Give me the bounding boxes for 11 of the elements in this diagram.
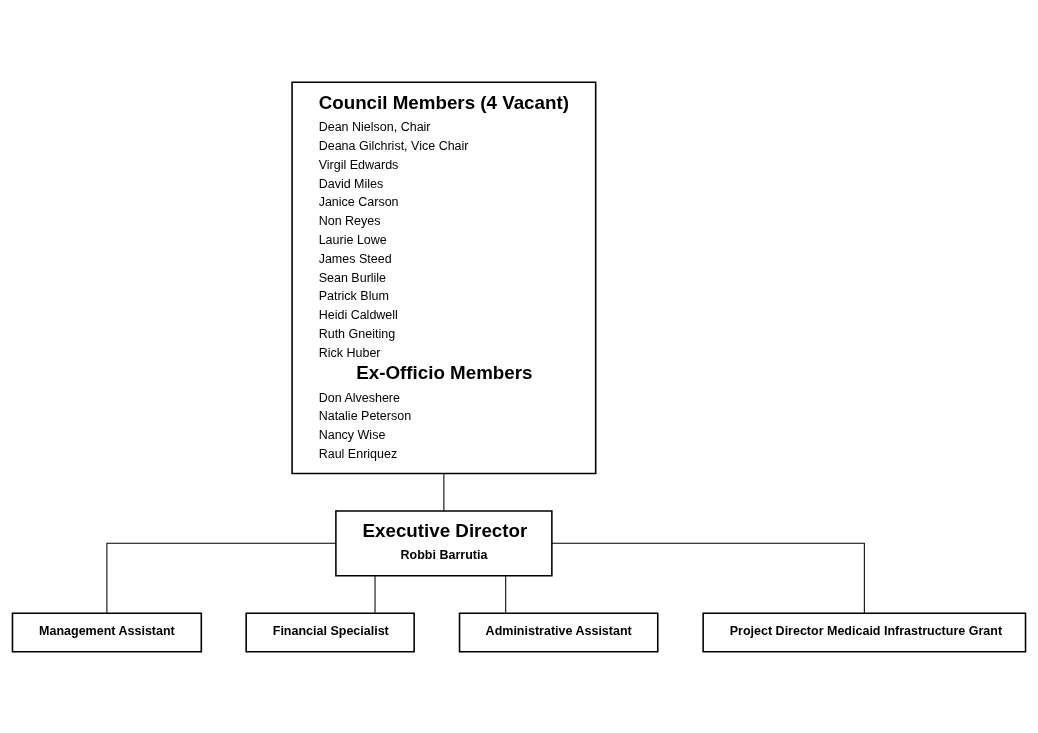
connector	[374, 575, 376, 613]
connector	[505, 575, 507, 613]
node-box: Project Director Medicaid Infrastructure Grant	[702, 611, 1027, 653]
node-box: Financial Specialist	[245, 611, 415, 653]
connector	[443, 472, 445, 511]
node-box: Executive Director Robbi Barrutia	[335, 509, 553, 576]
connector	[106, 542, 337, 614]
node-box: Management Assistant	[11, 611, 203, 653]
node-box: Administrative Assistant	[458, 611, 659, 653]
connector	[551, 542, 865, 614]
node-box: Council Members (4 Vacant) Dean Nielson, Chair Deana Gilchrist, Vice Chair Virgil Edwards David Miles Janice Carson Non Reyes Laurie Lowe James Steed Sean Burlile Patrick Blum Heidi Caldwell Ruth Gneiting Rick Huber Ex-Officio Members Don Alveshere Natalie Peterson Nancy Wise Raul Enriquez	[291, 80, 597, 474]
